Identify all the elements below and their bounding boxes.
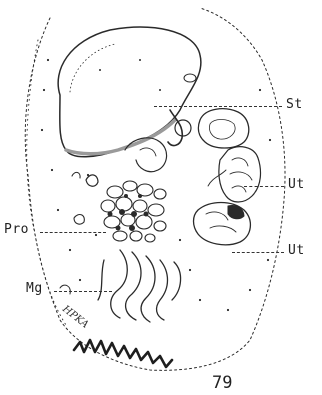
leader-line-midgut [54,291,112,292]
handwritten-note: HPKA [59,303,90,331]
gut-loop-inner [140,148,156,156]
blob-left-4 [60,285,70,294]
stipple [41,59,271,311]
blob-left-1 [86,175,98,186]
stomach-wall-shaded [66,120,175,154]
label-midgut: Mg [26,281,43,296]
blob-left-2 [72,172,80,178]
vesicle [184,74,196,82]
label-stomach: St [286,97,303,112]
label-uterus-lower: Ut [288,243,305,258]
leader-line-proventriculus [40,232,106,233]
round-organ-inner [209,120,235,140]
round-organ [198,109,248,148]
uterus-lower-cluster [194,203,251,245]
leader-line-stomach [154,106,282,107]
gut-loop [125,138,167,172]
uterus-upper-cluster [219,147,261,202]
label-uterus-upper: Ut [288,177,305,192]
midgut-folds [98,250,181,322]
figure-number: 79 [212,373,232,393]
blob-left-3 [74,215,84,225]
leader-line-uterus-lower [232,252,284,253]
leader-line-uterus-upper [244,186,284,187]
label-proventriculus: Pro [4,222,29,237]
stomach-inner-line [70,44,115,92]
stomach-sac [58,27,201,157]
bottom-serrated-edge [74,340,172,367]
